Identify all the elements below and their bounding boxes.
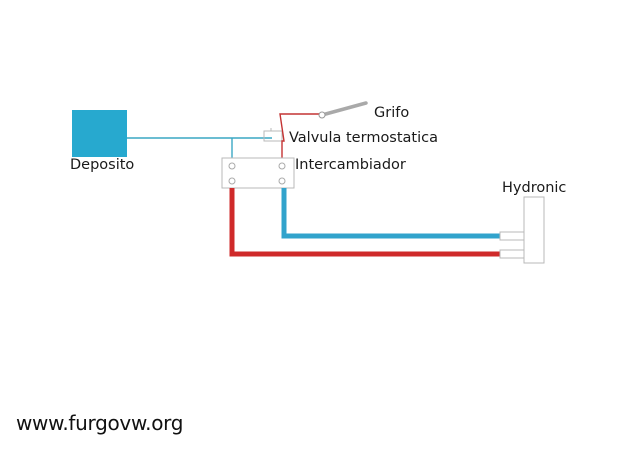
label-deposito: Deposito (70, 157, 134, 173)
deposito-tank (72, 110, 127, 157)
hot-line-to-grifo (279, 113, 320, 158)
hydronic-heater (523, 196, 545, 264)
valvula-termostatica (263, 130, 283, 142)
grifo-body (318, 111, 326, 119)
label-hydronic: Hydronic (502, 180, 566, 196)
hydronic-connector-hot (499, 249, 525, 259)
grifo-handle (320, 101, 368, 117)
watermark: www.furgovw.org (16, 411, 183, 435)
hydronic-connector-cold (499, 231, 525, 241)
exchanger-port-top-right (278, 162, 286, 170)
label-intercambiador: Intercambiador (295, 157, 406, 173)
exchanger-port-bottom-left (228, 177, 236, 185)
label-grifo: Grifo (374, 105, 409, 121)
label-valvula: Valvula termostatica (289, 130, 438, 146)
exchanger-port-top-left (228, 162, 236, 170)
exchanger-port-bottom-right (278, 177, 286, 185)
hot-pipe (229, 188, 500, 257)
cold-pipe (281, 188, 500, 239)
